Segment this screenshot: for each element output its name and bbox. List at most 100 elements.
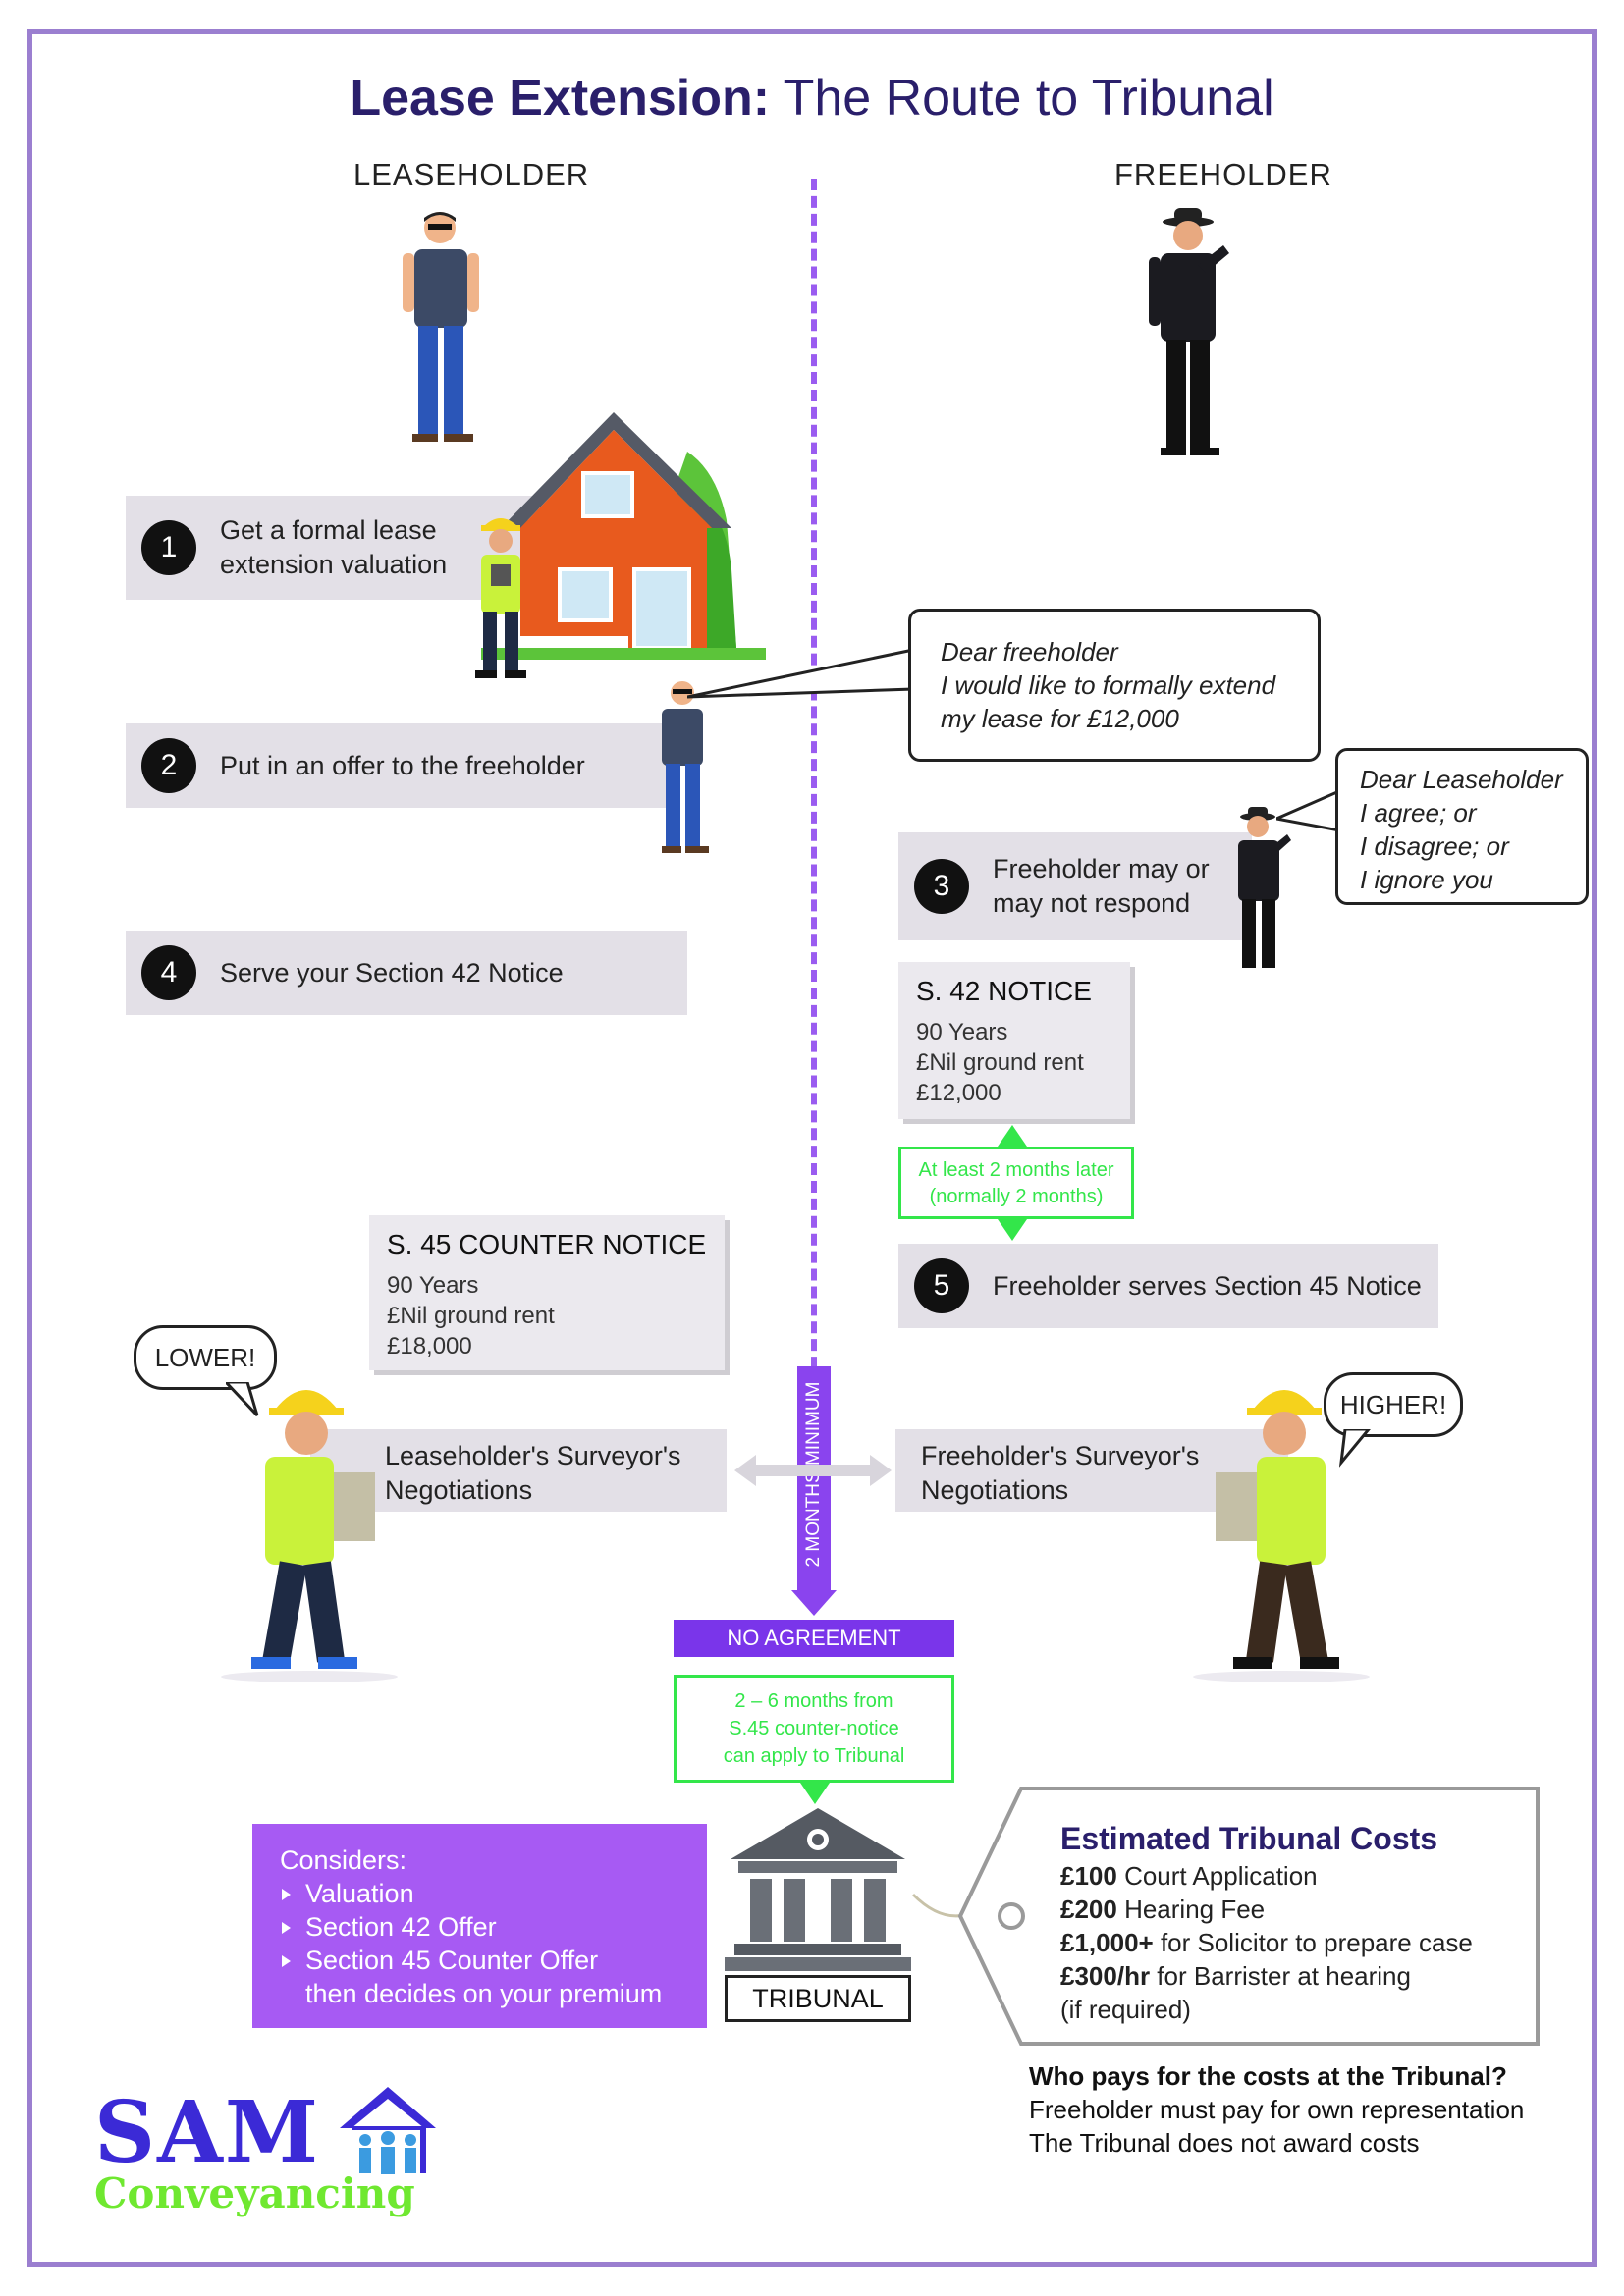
cost-item-3-amount: £1,000+: [1060, 1928, 1154, 1957]
timing-box-1: At least 2 months later (normally 2 mont…: [898, 1147, 1134, 1219]
leaseholder-heading: LEASEHOLDER: [353, 157, 590, 191]
considers-item-1: Valuation: [280, 1877, 679, 1910]
step-4-number: 4: [141, 945, 196, 1000]
s45-line-1: 90 Years: [387, 1272, 479, 1299]
lower-speech-bubble: LOWER!: [134, 1325, 277, 1390]
s45-line-2: £Nil ground rent: [387, 1303, 555, 1329]
who-pays-block: Who pays for the costs at the Tribunal? …: [1029, 2059, 1524, 2160]
offer-line-3: my lease for £12,000: [941, 704, 1179, 733]
cost-item-4-desc: for Barrister at hearing: [1150, 1961, 1411, 1991]
bullet-icon: [282, 1955, 291, 1967]
step-5-box: 5 Freeholder serves Section 45 Notice: [898, 1244, 1438, 1328]
page-title: Lease Extension: The Route to Tribunal: [0, 69, 1624, 128]
lower-text: LOWER!: [154, 1343, 256, 1372]
cost-note: (if required): [1060, 1995, 1191, 2024]
timing2-line-1: 2 – 6 months from: [734, 1690, 893, 1712]
leaseholder-negotiations-box: Leaseholder's Surveyor's Negotiations: [310, 1429, 727, 1512]
left-nego-line-2: Negotiations: [385, 1475, 533, 1505]
step-5-text: Freeholder serves Section 45 Notice: [993, 1270, 1422, 1301]
timing2-line-3: can apply to Tribunal: [723, 1745, 905, 1767]
surveyor-small-icon: [475, 518, 526, 678]
freeholder-surveyor-icon: [1193, 1390, 1370, 1682]
step-3-box: 3 Freeholder may or may not respond: [898, 832, 1252, 940]
step-3-text: Freeholder may or may not respond: [993, 854, 1210, 918]
cost-item-2-amount: £200: [1060, 1895, 1117, 1924]
cost-item-3-desc: for Solicitor to prepare case: [1153, 1928, 1473, 1957]
timing2-down-arrow: [800, 1783, 830, 1804]
leaseholder-surveyor-icon: [221, 1390, 398, 1682]
logo-house-family-icon: [340, 2087, 436, 2174]
higher-speech-bubble: HIGHER!: [1324, 1372, 1463, 1437]
negotiation-double-arrow: [734, 1455, 892, 1486]
higher-text: HIGHER!: [1339, 1390, 1447, 1419]
page-border: [27, 29, 1597, 2267]
timing1-line-2: (normally 2 months): [929, 1186, 1104, 1207]
reply-line-4: I ignore you: [1360, 865, 1493, 894]
offer-speech-bubble: Dear freeholder I would like to formally…: [908, 609, 1321, 762]
tribunal-considers-box: Considers: Valuation Section 42 Offer Se…: [252, 1824, 707, 2028]
cost-item-2-desc: Hearing Fee: [1116, 1895, 1266, 1924]
reply-line-1: Dear Leaseholder: [1360, 765, 1563, 794]
title-rest: The Route to Tribunal: [770, 70, 1274, 127]
considers-item-3: Section 45 Counter Offer: [280, 1944, 679, 1977]
who-pays-line-2: The Tribunal does not award costs: [1029, 2128, 1420, 2158]
considers-item-2: Section 42 Offer: [280, 1910, 679, 1944]
offer-line-1: Dear freeholder: [941, 637, 1118, 667]
two-months-arrow-head: [791, 1590, 837, 1616]
step-4-box: 4 Serve your Section 42 Notice: [126, 931, 687, 1015]
step-4-text: Serve your Section 42 Notice: [220, 957, 564, 988]
timing-up-arrow: [998, 1125, 1027, 1147]
step-1-text: Get a formal lease extension valuation: [220, 515, 448, 579]
reply-line-3: I disagree; or: [1360, 831, 1509, 861]
s42-notice-card: S. 42 NOTICE 90 Years £Nil ground rent £…: [898, 962, 1130, 1119]
step-2-box: 2 Put in an offer to the freeholder: [126, 723, 676, 808]
freeholder-small-icon: [1238, 807, 1291, 968]
costs-price-tag: [911, 1787, 1540, 2046]
center-divider: [811, 179, 817, 1386]
step-1-number: 1: [141, 520, 196, 575]
timing-down-arrow: [998, 1219, 1027, 1241]
who-pays-line-1: Freeholder must pay for own representati…: [1029, 2095, 1525, 2124]
s42-line-1: 90 Years: [916, 1019, 1008, 1045]
house-icon: [481, 412, 766, 660]
left-nego-line-1: Leaseholder's Surveyor's: [385, 1441, 681, 1470]
offer-line-2: I would like to formally extend: [941, 670, 1276, 700]
timing-box-2: 2 – 6 months from S.45 counter-notice ca…: [674, 1675, 954, 1783]
no-agreement-banner: NO AGREEMENT: [674, 1620, 954, 1657]
leaseholder-person-icon: [403, 212, 479, 442]
cost-item-4-amount: £300/hr: [1060, 1961, 1151, 1991]
reply-speech-bubble: Dear Leaseholder I agree; or I disagree;…: [1335, 748, 1589, 905]
freeholder-negotiations-box: Freeholder's Surveyor's Negotiations: [895, 1429, 1288, 1512]
s45-notice-card: S. 45 COUNTER NOTICE 90 Years £Nil groun…: [369, 1215, 725, 1370]
cost-item-4: £300/hr for Barrister at hearing: [1060, 1959, 1473, 1993]
right-nego-line-1: Freeholder's Surveyor's: [921, 1441, 1200, 1470]
two-months-arrow-shaft: [797, 1366, 831, 1592]
s42-line-2: £Nil ground rent: [916, 1049, 1084, 1076]
s45-heading: S. 45 COUNTER NOTICE: [387, 1229, 707, 1259]
tribunal-building-icon: [725, 1808, 911, 1971]
logo-sam-text: SAM: [94, 2083, 321, 2182]
costs-heading: Estimated Tribunal Costs: [1060, 1821, 1438, 1856]
higher-bubble-tail: [1339, 1429, 1371, 1468]
timing1-line-1: At least 2 months later: [918, 1159, 1114, 1181]
bullet-icon: [282, 1889, 291, 1900]
cost-item-1-desc: Court Application: [1116, 1861, 1318, 1891]
cost-item-2: £200 Hearing Fee: [1060, 1893, 1473, 1926]
cost-item-1-amount: £100: [1060, 1861, 1117, 1891]
cost-item-1: £100 Court Application: [1060, 1859, 1473, 1893]
right-nego-line-2: Negotiations: [921, 1475, 1069, 1505]
lower-bubble-tail: [226, 1382, 259, 1417]
considers-heading: Considers:: [280, 1845, 407, 1875]
considers-item-2-text: Section 42 Offer: [305, 1912, 497, 1942]
considers-item-3-text: Section 45 Counter Offer: [305, 1946, 599, 1975]
step-2-number: 2: [141, 738, 196, 793]
s42-line-3: £12,000: [916, 1080, 1001, 1106]
costs-text-block: Estimated Tribunal Costs £100 Court Appl…: [1060, 1818, 1473, 2026]
offer-bubble-tail: [687, 648, 915, 699]
who-pays-question: Who pays for the costs at the Tribunal?: [1029, 2061, 1507, 2091]
s42-heading: S. 42 NOTICE: [916, 976, 1092, 1006]
leaseholder-small-icon: [662, 681, 709, 853]
title-bold: Lease Extension:: [350, 70, 771, 127]
considers-item-1-text: Valuation: [305, 1879, 414, 1908]
